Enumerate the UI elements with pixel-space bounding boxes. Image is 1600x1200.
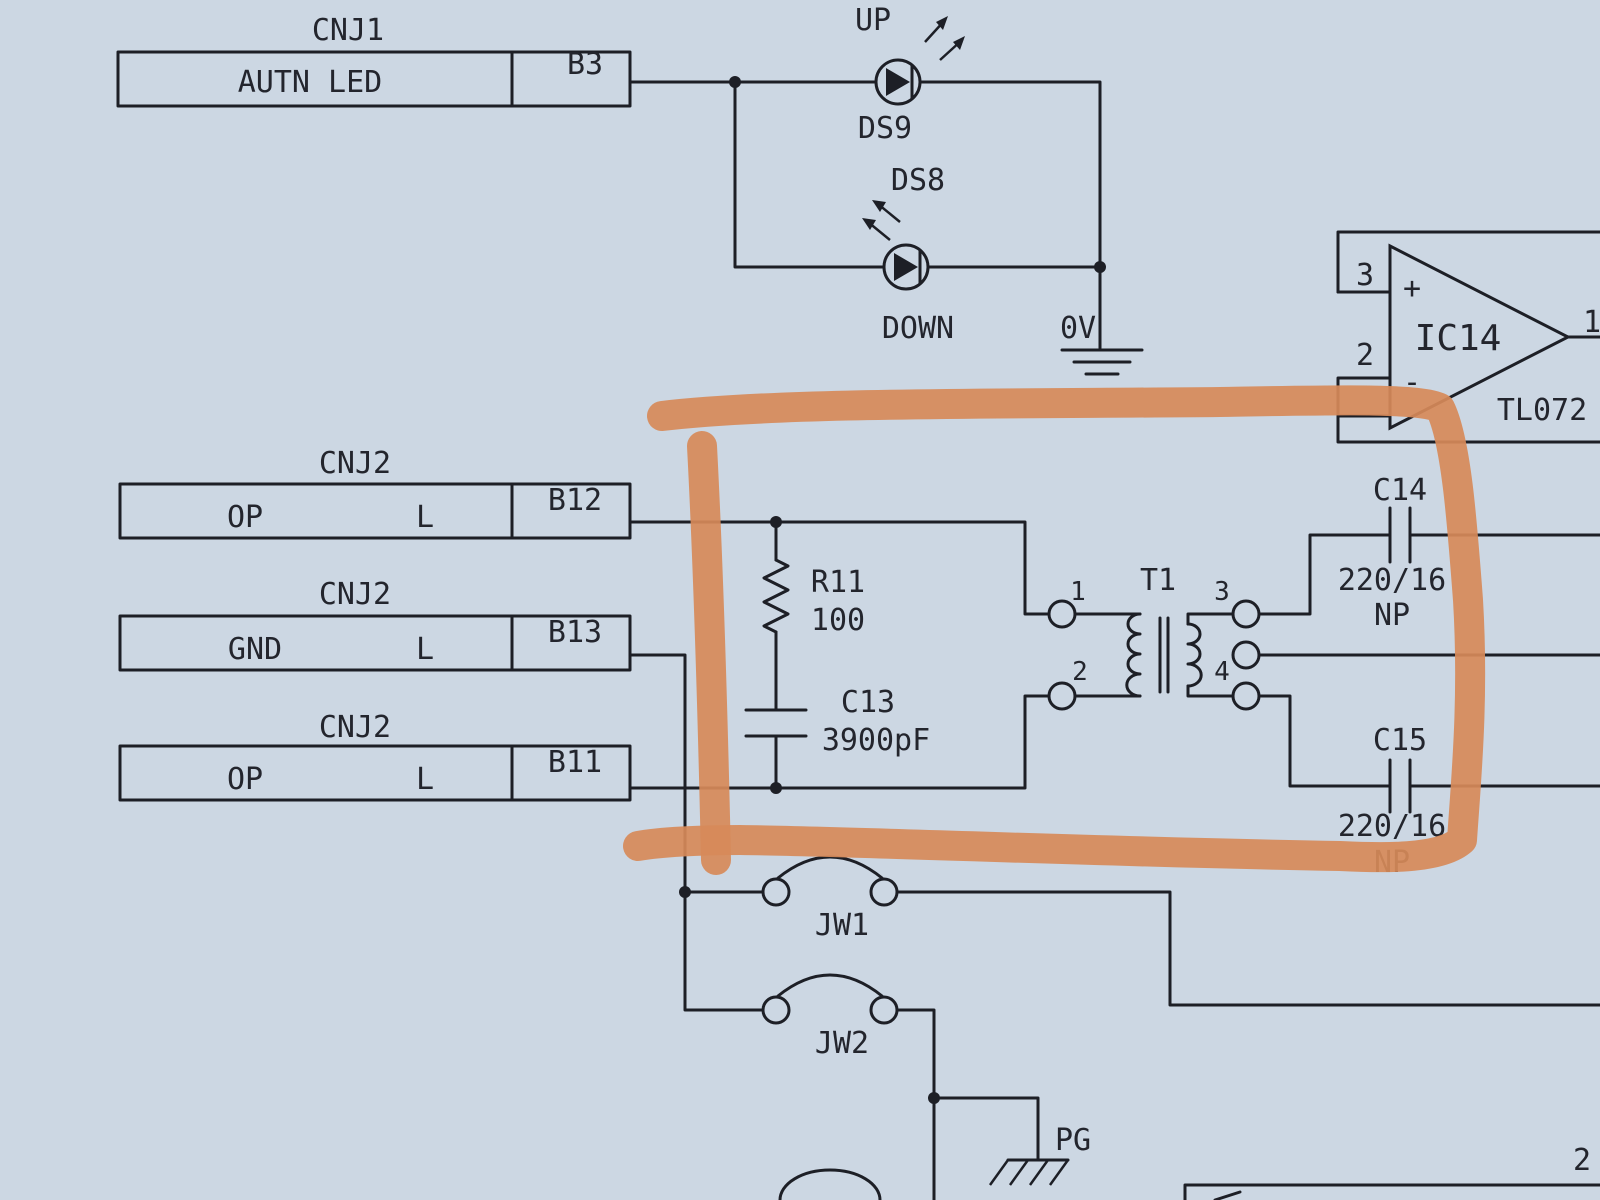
connector-body: [118, 614, 632, 672]
input-wiring: [628, 516, 1050, 894]
transformer-pin-label: 2: [1072, 657, 1088, 687]
connector-signal: OP: [227, 500, 263, 535]
connector-cnj2-b11: CNJ2 OP L B11: [118, 710, 632, 802]
transformer-pin: [1231, 681, 1261, 711]
opamp-triangle: [1388, 243, 1572, 431]
opamp-plus-sign: +: [1403, 271, 1421, 306]
transformer-pin: [1231, 599, 1261, 629]
jumper-jw1: JW1: [761, 855, 899, 943]
transformer-primary-coil: [1125, 612, 1142, 698]
jumper-pin: [869, 877, 899, 907]
capacitor-value: 220/16: [1338, 563, 1446, 598]
pg-label: PG: [1055, 1123, 1091, 1158]
transformer-pin-label: 4: [1214, 657, 1230, 687]
jumper-pin: [761, 995, 791, 1025]
transformer-ref: T1: [1140, 563, 1176, 598]
transformer-pin: [1047, 681, 1077, 711]
connector-ref: CNJ2: [319, 446, 391, 481]
jumper-link: [776, 973, 884, 998]
transformer-pin-label: 3: [1214, 577, 1230, 607]
jumper-link: [776, 855, 884, 880]
light-arrows-icon: [924, 16, 965, 61]
transformer-pin: [1047, 599, 1077, 629]
opamp-pin-out: 1: [1583, 305, 1600, 340]
connector-cnj1-b3: CNJ1 AUTN LED B3: [116, 13, 632, 108]
connector-signal: AUTN LED: [238, 65, 383, 100]
led-ds9: UP DS9: [855, 3, 965, 146]
led-ds8: DS8 DOWN: [862, 163, 954, 346]
opamp-part: TL072: [1497, 393, 1587, 428]
junction-dot: [770, 516, 782, 528]
opamp-ref: IC14: [1415, 318, 1502, 359]
connector-ref: CNJ2: [319, 710, 391, 745]
diode-triangle: [886, 68, 910, 96]
connector-cnj2-b13: CNJ2 GND L B13: [118, 577, 632, 672]
junction-dot: [729, 76, 741, 88]
light-arrows-icon: [862, 200, 901, 241]
connector-pin: B11: [548, 745, 602, 780]
transformer-pin: [1231, 640, 1261, 670]
highlight-outline: [623, 385, 1486, 875]
junction-dot: [770, 782, 782, 794]
led-wiring: [628, 76, 1106, 350]
connector-ref: CNJ1: [312, 13, 384, 48]
capacitor-ref: C13: [841, 685, 895, 720]
resistor-zigzag: [762, 558, 790, 634]
opamp-pin-minus: 2: [1356, 338, 1374, 373]
capacitor-value: 220/16: [1338, 809, 1446, 844]
connector-cnj2-b12: CNJ2 OP L B12: [118, 446, 632, 540]
jumper-pin: [761, 877, 791, 907]
capacitor-ref: C15: [1373, 723, 1427, 758]
resistor-r11: R11 100: [762, 558, 865, 638]
jumper-wiring: [679, 886, 1600, 1200]
connector-signal: OP: [227, 762, 263, 797]
transformer-t1: T1 1 2 3 4: [1047, 563, 1261, 711]
connector-body: [116, 50, 632, 108]
chassis-ground-icon: [988, 1158, 1070, 1186]
resistor-ref: R11: [811, 565, 865, 600]
resistor-value: 100: [811, 603, 865, 638]
connector-suffix: L: [416, 762, 434, 797]
transformer-secondary-coil: [1186, 622, 1203, 688]
capacitor-c14: C14 220/16 NP: [1338, 473, 1446, 633]
led-label: DOWN: [882, 311, 954, 346]
junction-dot: [1094, 261, 1106, 273]
led-ref: DS9: [858, 111, 912, 146]
diode-triangle: [894, 253, 918, 281]
capacitor-note: NP: [1374, 598, 1410, 633]
connector-pin: B13: [548, 615, 602, 650]
opamp-pin-plus: 3: [1356, 258, 1374, 293]
connector-pin: B3: [567, 47, 603, 82]
led-ref: DS8: [891, 163, 945, 198]
capacitor-value: 3900pF: [822, 723, 930, 758]
jumper-pin: [869, 995, 899, 1025]
connector-body: [118, 482, 632, 540]
ground-label: 0V: [1060, 311, 1096, 346]
connector-ref: CNJ2: [319, 577, 391, 612]
connector-suffix: L: [416, 632, 434, 667]
led-label: UP: [855, 3, 891, 38]
corner-pin-label: 2: [1573, 1143, 1591, 1178]
connector-body: [118, 744, 632, 802]
jumper-label: JW1: [815, 908, 869, 943]
capacitor-ref: C14: [1373, 473, 1427, 508]
ground-0v: 0V: [1060, 311, 1144, 376]
transformer-pin-label: 1: [1070, 577, 1086, 607]
connector-signal: GND: [228, 632, 282, 667]
connector-pin: B12: [548, 483, 602, 518]
partial-component-bottom: 2: [778, 1143, 1600, 1200]
output-wiring: [1257, 533, 1600, 788]
capacitor-c13: C13 3900pF: [744, 685, 930, 758]
jumper-jw2: JW2: [761, 973, 899, 1061]
jumper-label: JW2: [815, 1026, 869, 1061]
connector-suffix: L: [416, 500, 434, 535]
pg-chassis-ground: PG: [988, 1123, 1091, 1186]
